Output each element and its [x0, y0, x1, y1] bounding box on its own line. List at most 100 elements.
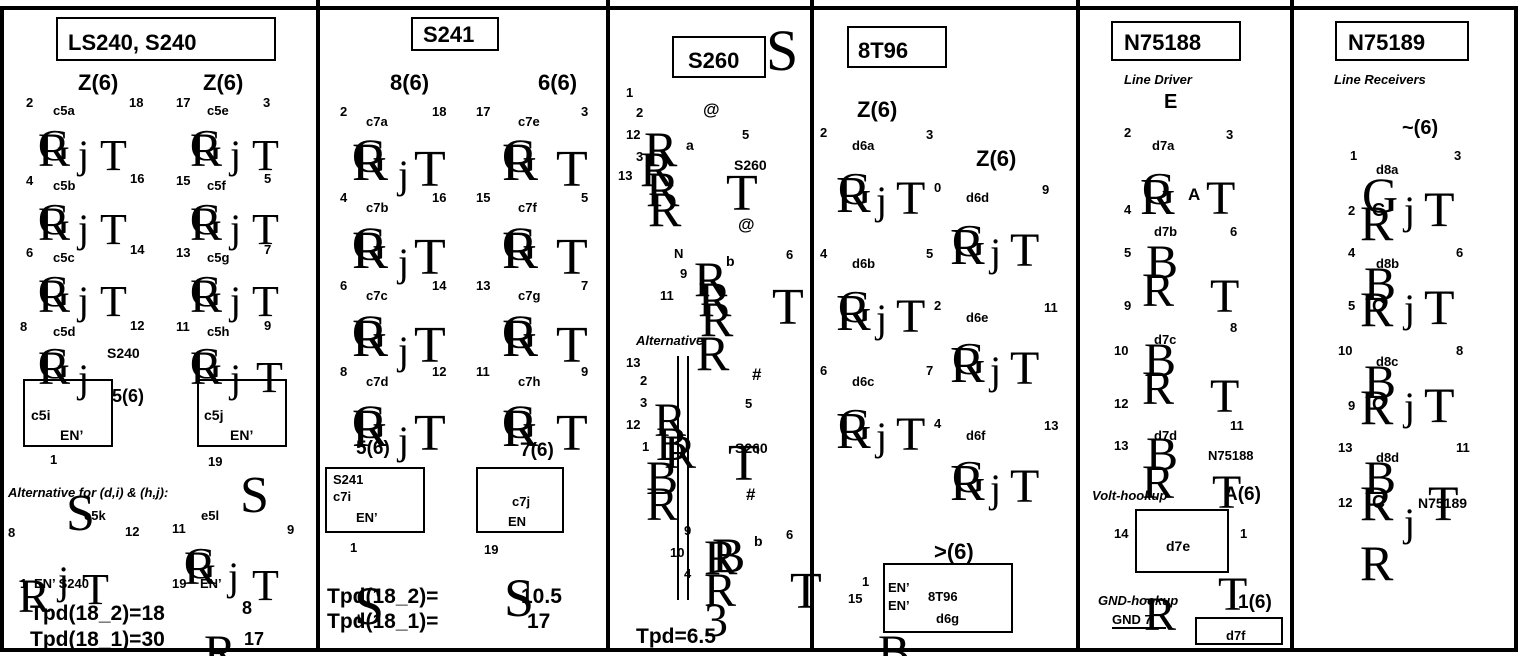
pin-number: 5 [1124, 245, 1131, 260]
svg-text:G: G [952, 215, 985, 266]
svg-text:G: G [352, 218, 387, 271]
alternative-heading: Alternative for (d,i) & (h,j): [7, 485, 168, 500]
svg-text:T: T [82, 565, 109, 614]
timing-extra: 17 [244, 629, 264, 649]
gate-label: d8a [1376, 162, 1399, 177]
svg-text:G: G [352, 130, 387, 183]
enable-label: EN’ [60, 427, 83, 443]
svg-text:G: G [838, 281, 871, 332]
panel-8t96: 8T96 Z(6) Z(6) 2 3 4 5 6 7 9 11 13 d6a d… [820, 26, 1058, 656]
gate-label: c5b [53, 178, 75, 193]
svg-text:T: T [252, 131, 279, 180]
pin-number: 8 [340, 364, 347, 379]
gate-label: b [726, 253, 735, 269]
panel-title: N75189 [1348, 30, 1425, 55]
pin-number: 2 [820, 125, 827, 140]
pin-number: 4 [1124, 202, 1132, 217]
svg-text:T: T [100, 277, 127, 326]
enable-box [325, 467, 425, 533]
chip-label: S240 [107, 345, 140, 361]
pin-number: 2 [1124, 125, 1131, 140]
svg-text:R: R [648, 181, 682, 237]
svg-text:R: R [38, 342, 70, 395]
pin-number: 8 [1230, 320, 1237, 335]
pin-number: 2 [26, 95, 33, 110]
pin-number: 7 [264, 242, 271, 257]
svg-text:j: j [396, 240, 409, 285]
pin-number: 12 [1114, 396, 1128, 411]
svg-text:R: R [644, 121, 678, 177]
svg-text:R: R [696, 325, 730, 381]
svg-text:T: T [1424, 377, 1455, 433]
panel-title-box [672, 36, 766, 78]
svg-text:3: 3 [704, 594, 728, 647]
pin-number: 14 [432, 278, 447, 293]
svg-text:R: R [694, 251, 728, 307]
gate-label: c7b [366, 200, 388, 215]
chip-label: N75188 [1208, 448, 1254, 463]
svg-text:j: j [228, 278, 241, 323]
pin-number: 1 [1240, 526, 1247, 541]
svg-text:G: G [352, 396, 387, 449]
svg-text:R: R [1142, 264, 1174, 317]
svg-text:R: R [700, 291, 734, 347]
pin-number: 16 [130, 171, 144, 186]
pin-number: 2 [636, 105, 643, 120]
pin-number: 10 [1114, 343, 1128, 358]
timing-value: 10.5 [521, 585, 562, 608]
svg-text:T: T [1218, 568, 1247, 621]
gate-label: a [686, 137, 694, 153]
timing: Tpd(18_2)=18 [30, 602, 165, 625]
pin-number: 9 [581, 364, 588, 379]
svg-text:T: T [1428, 475, 1459, 531]
pin-number: 5 [1348, 298, 1355, 313]
svg-text:j: j [874, 296, 887, 341]
pin-number: 4 [820, 246, 828, 261]
panel-subtitle-2: E [1164, 91, 1177, 113]
alt-gate-symbols: R j T R G j T R [18, 539, 279, 656]
svg-text:R: R [836, 285, 871, 342]
svg-text:G: G [38, 121, 70, 170]
svg-text:R: R [502, 220, 538, 280]
pin-number: 19 [172, 576, 186, 591]
pin-number: 8 [8, 525, 15, 540]
panel-ls240: LS240, S240 Z(6) Z(6) 2 18 17 3 4 16 15 … [7, 17, 294, 656]
pin-number: 1 [642, 439, 649, 454]
pin-number: 6 [26, 245, 33, 260]
pin-number: 15 [176, 173, 190, 188]
svg-text:G: G [184, 539, 216, 588]
svg-text:T: T [256, 353, 283, 402]
svg-text:R: R [352, 220, 388, 280]
pin-number: 11 [172, 521, 186, 536]
gate-symbols-s260-alt: R B R B R T [646, 356, 760, 600]
svg-text:B: B [646, 452, 678, 505]
pin-number: 15 [476, 190, 490, 205]
chip-label: S260 [735, 440, 768, 456]
enable-box [197, 379, 287, 447]
timing-label: Tpd(18_1)= [327, 610, 438, 633]
group-label: ~(6) [1402, 117, 1438, 139]
pin-digit: 2 [934, 298, 941, 313]
gate-label: e5k [84, 508, 106, 523]
pin-number: 8 [20, 319, 27, 334]
enable-group: 5(6) [112, 386, 144, 406]
pin-number: 13 [1338, 440, 1352, 455]
glyph-R: B [878, 626, 910, 656]
gate-label: c7d [366, 374, 388, 389]
svg-text:T: T [252, 277, 279, 326]
svg-text:R: R [640, 141, 674, 197]
svg-text:R: R [1360, 475, 1394, 531]
glyph-S: S [66, 485, 95, 542]
gate-label: d8d [1376, 450, 1399, 465]
pin-number: 12 [1338, 495, 1352, 510]
pin-number: 9 [287, 522, 294, 537]
svg-text:R: R [664, 426, 696, 479]
pin-number: 7 [581, 278, 588, 293]
svg-text:G: G [838, 163, 871, 214]
svg-text:G: G [502, 218, 537, 271]
gate-label: d6c [852, 374, 874, 389]
pin-number: 16 [432, 190, 446, 205]
gate-label: d7b [1154, 224, 1177, 239]
svg-text:R: R [38, 198, 70, 251]
glyph-S: S [354, 576, 384, 636]
